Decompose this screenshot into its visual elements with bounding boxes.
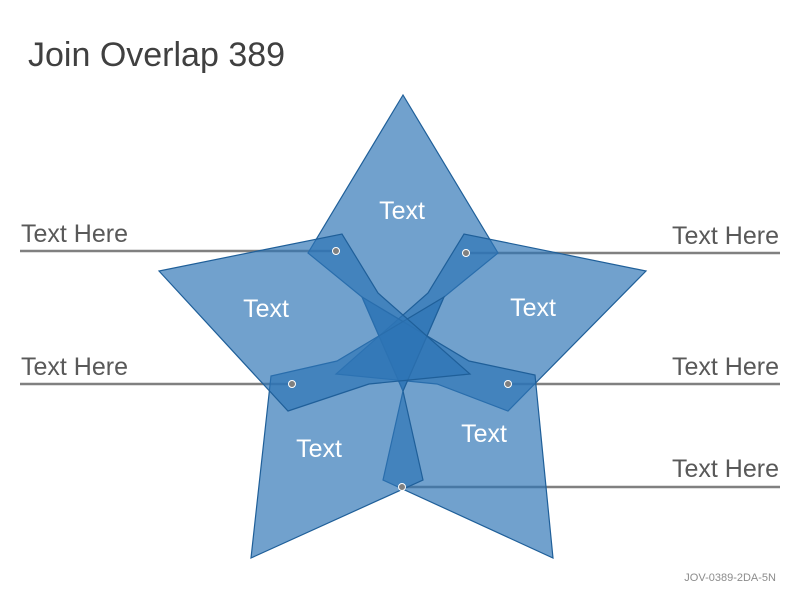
leader-dot-left-top xyxy=(332,247,340,255)
leader-dot-left-mid xyxy=(288,380,296,388)
segment-label-top: Text xyxy=(379,197,425,225)
callout-left-mid: Text Here xyxy=(21,353,128,381)
leader-dot-right-top xyxy=(462,249,470,257)
callout-left-top: Text Here xyxy=(21,220,128,248)
page-title: Join Overlap 389 xyxy=(28,36,286,74)
callout-right-bottom: Text Here xyxy=(672,455,779,483)
petal-left xyxy=(157,233,472,412)
leader-dots xyxy=(288,247,512,491)
callout-right-top: Text Here xyxy=(672,222,779,250)
leader-dot-right-bottom xyxy=(398,483,406,491)
segment-label-right: Text xyxy=(510,294,556,322)
segment-label-bottom-right: Text xyxy=(461,420,507,448)
segment-label-bottom-left: Text xyxy=(296,435,342,463)
footer-code: JOV-0389-2DA-5N xyxy=(684,572,776,584)
petals xyxy=(157,93,648,559)
callout-right-mid: Text Here xyxy=(672,353,779,381)
segment-label-left: Text xyxy=(243,295,289,323)
leader-dot-right-mid xyxy=(504,380,512,388)
